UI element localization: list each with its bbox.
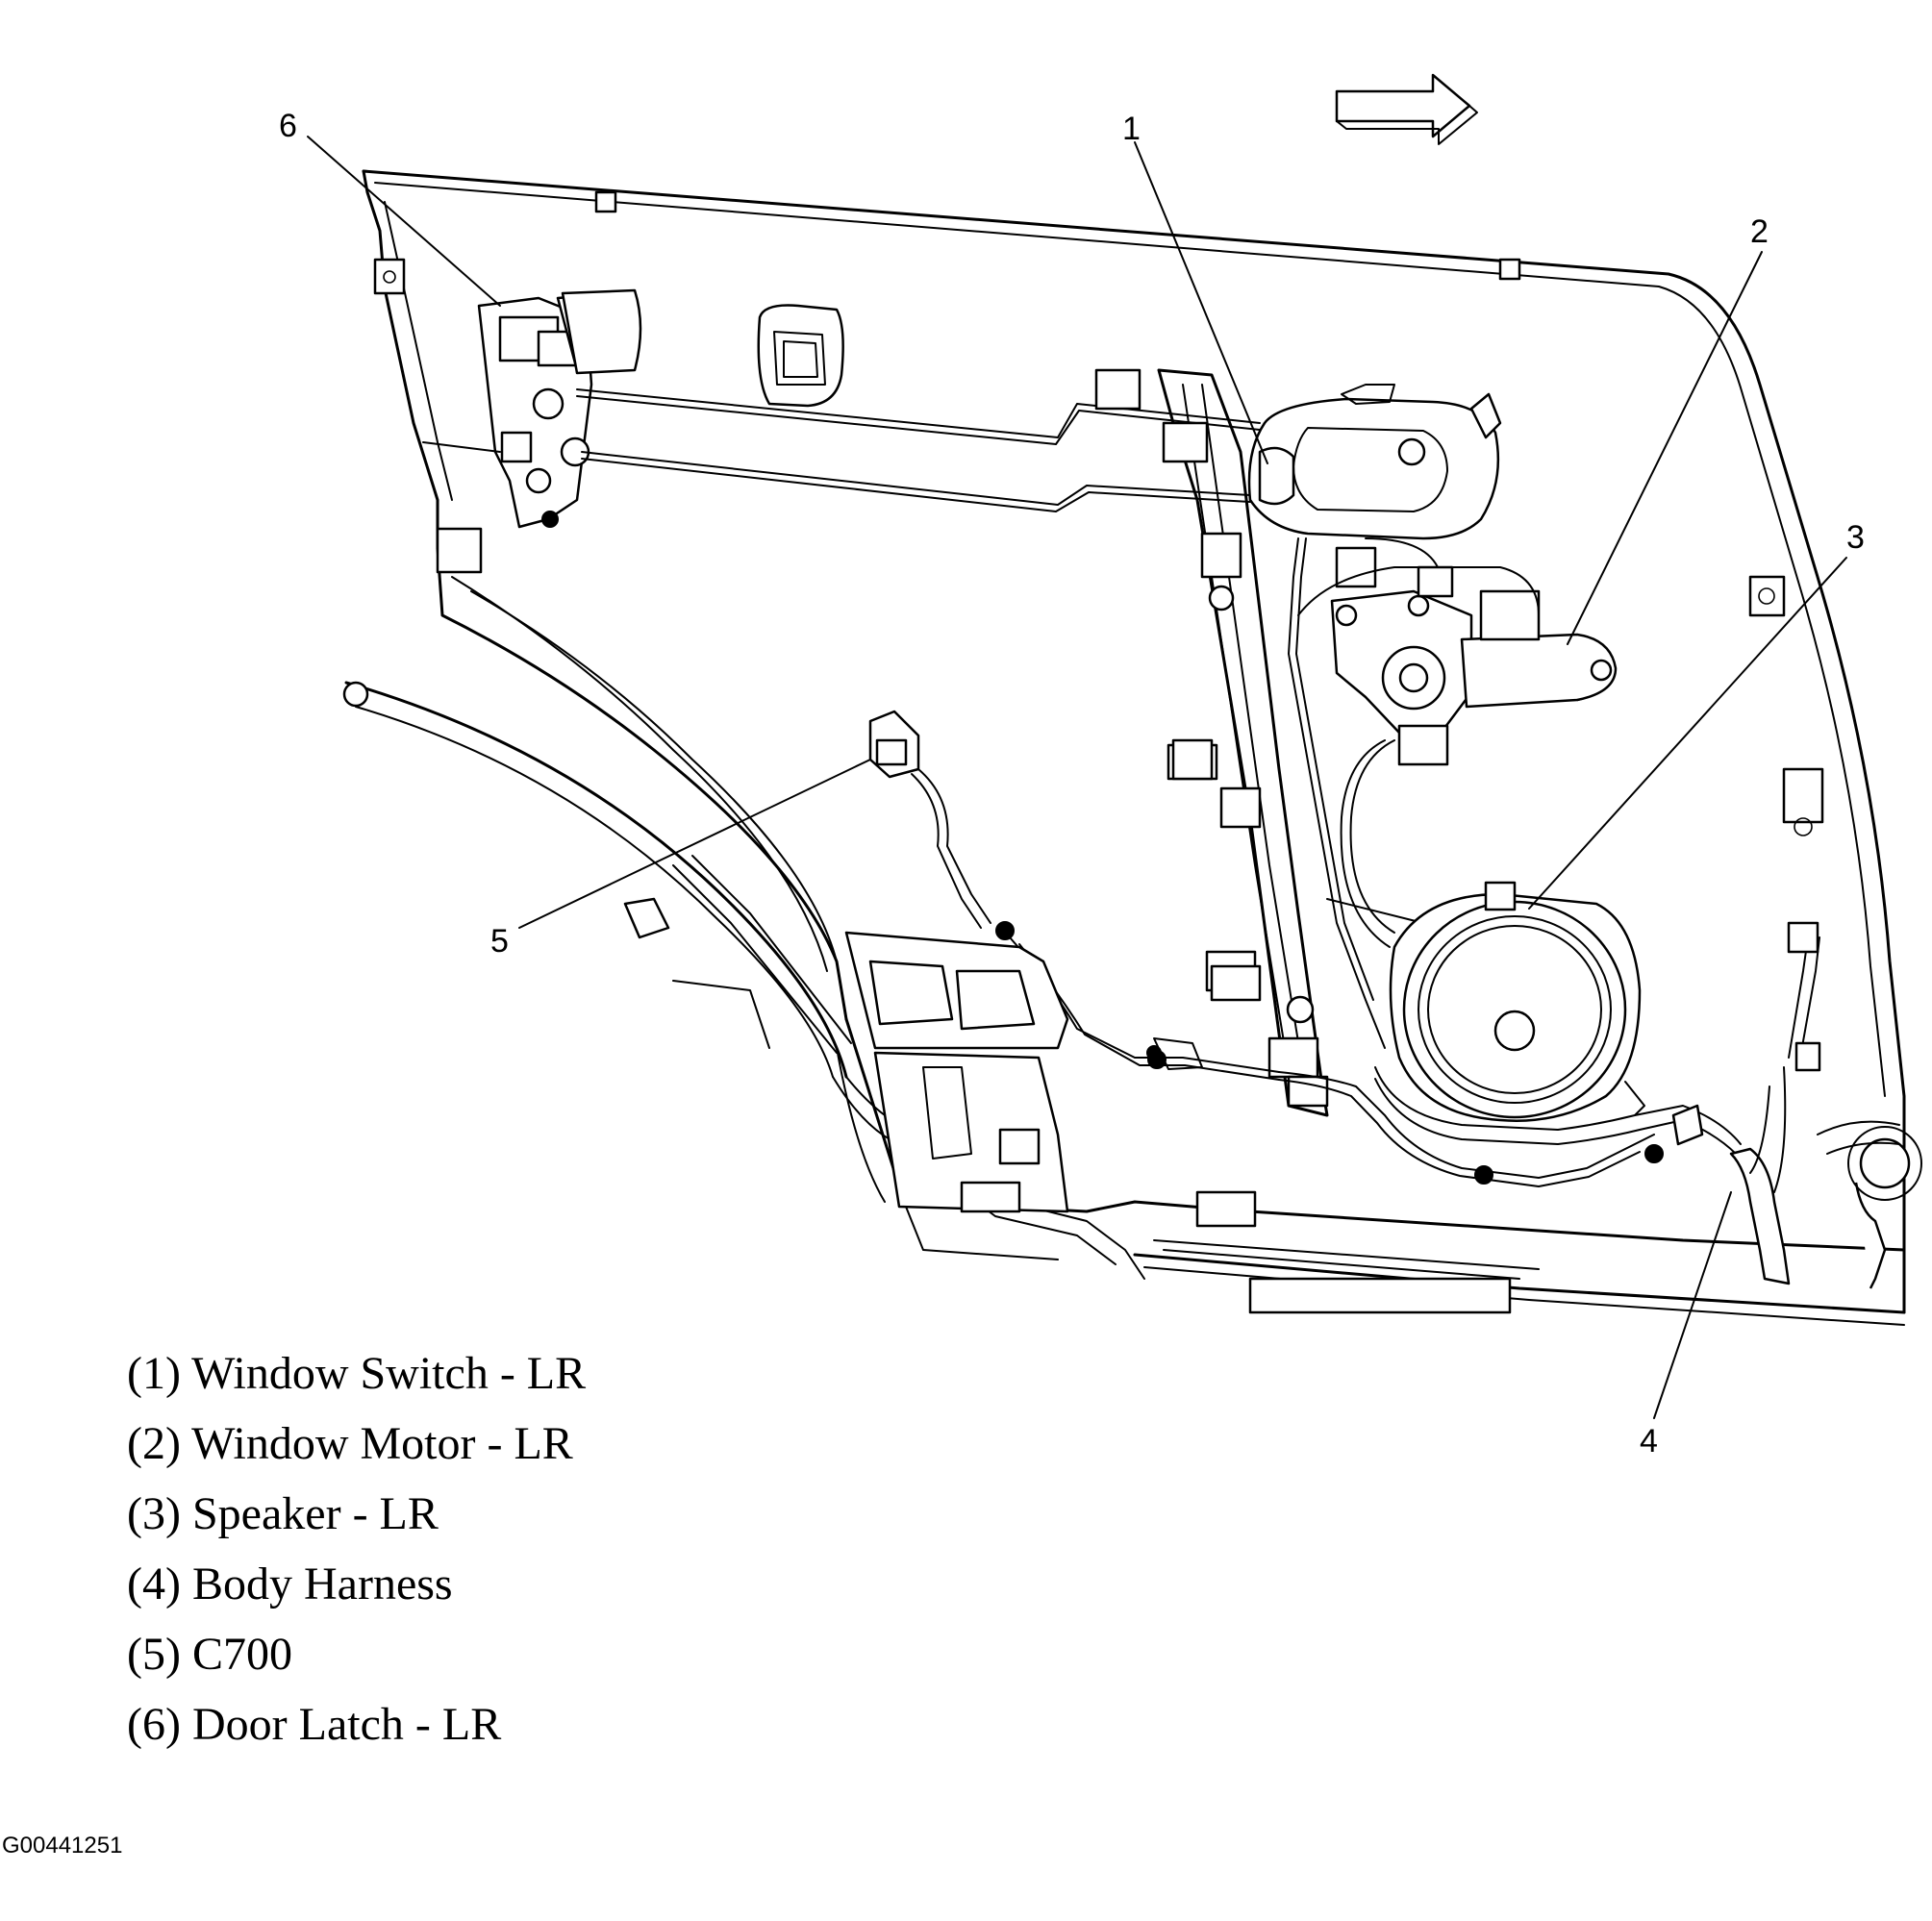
leader-line-5 — [518, 759, 871, 929]
legend-item: (2) Window Motor - LR — [127, 1418, 573, 1469]
window-switch — [1247, 384, 1502, 540]
pull-pocket — [561, 288, 844, 408]
lower-door-trim — [342, 681, 1203, 1280]
callout-3: 3 — [1846, 519, 1865, 556]
leader-lines — [307, 136, 1847, 1419]
window-motor — [1330, 546, 1618, 766]
body-harness — [1374, 921, 1922, 1289]
callout-6: 6 — [279, 108, 297, 144]
door-wiring — [1288, 537, 1540, 1049]
legend-item: (4) Body Harness — [127, 1559, 453, 1609]
window-regulator-frame — [1094, 368, 1329, 1117]
leader-line-3 — [1528, 557, 1847, 910]
leader-line-6 — [307, 136, 501, 307]
callout-2: 2 — [1750, 213, 1769, 250]
parts-legend: (1) Window Switch - LR (2) Window Motor … — [127, 1338, 586, 1759]
callout-numbers: 1 2 3 4 5 6 — [279, 108, 1865, 1459]
callout-1: 1 — [1122, 111, 1141, 147]
speaker — [1389, 881, 1645, 1122]
door-inner-panel — [362, 169, 1906, 1326]
legend-item: (5) C700 — [127, 1629, 292, 1680]
leader-line-4 — [1653, 1191, 1732, 1419]
forward-arrow-icon — [1335, 73, 1478, 145]
leader-line-2 — [1567, 251, 1763, 645]
legend-item: (3) Speaker - LR — [127, 1488, 439, 1539]
legend-item: (6) Door Latch - LR — [127, 1699, 502, 1750]
callout-5: 5 — [490, 923, 509, 960]
leader-line-1 — [1134, 141, 1268, 464]
latch-rods — [422, 388, 1261, 512]
legend-item: (1) Window Switch - LR — [127, 1348, 587, 1399]
c700-connector — [868, 710, 1015, 940]
figure-id: G00441251 — [2, 1833, 123, 1859]
callout-4: 4 — [1640, 1423, 1658, 1459]
